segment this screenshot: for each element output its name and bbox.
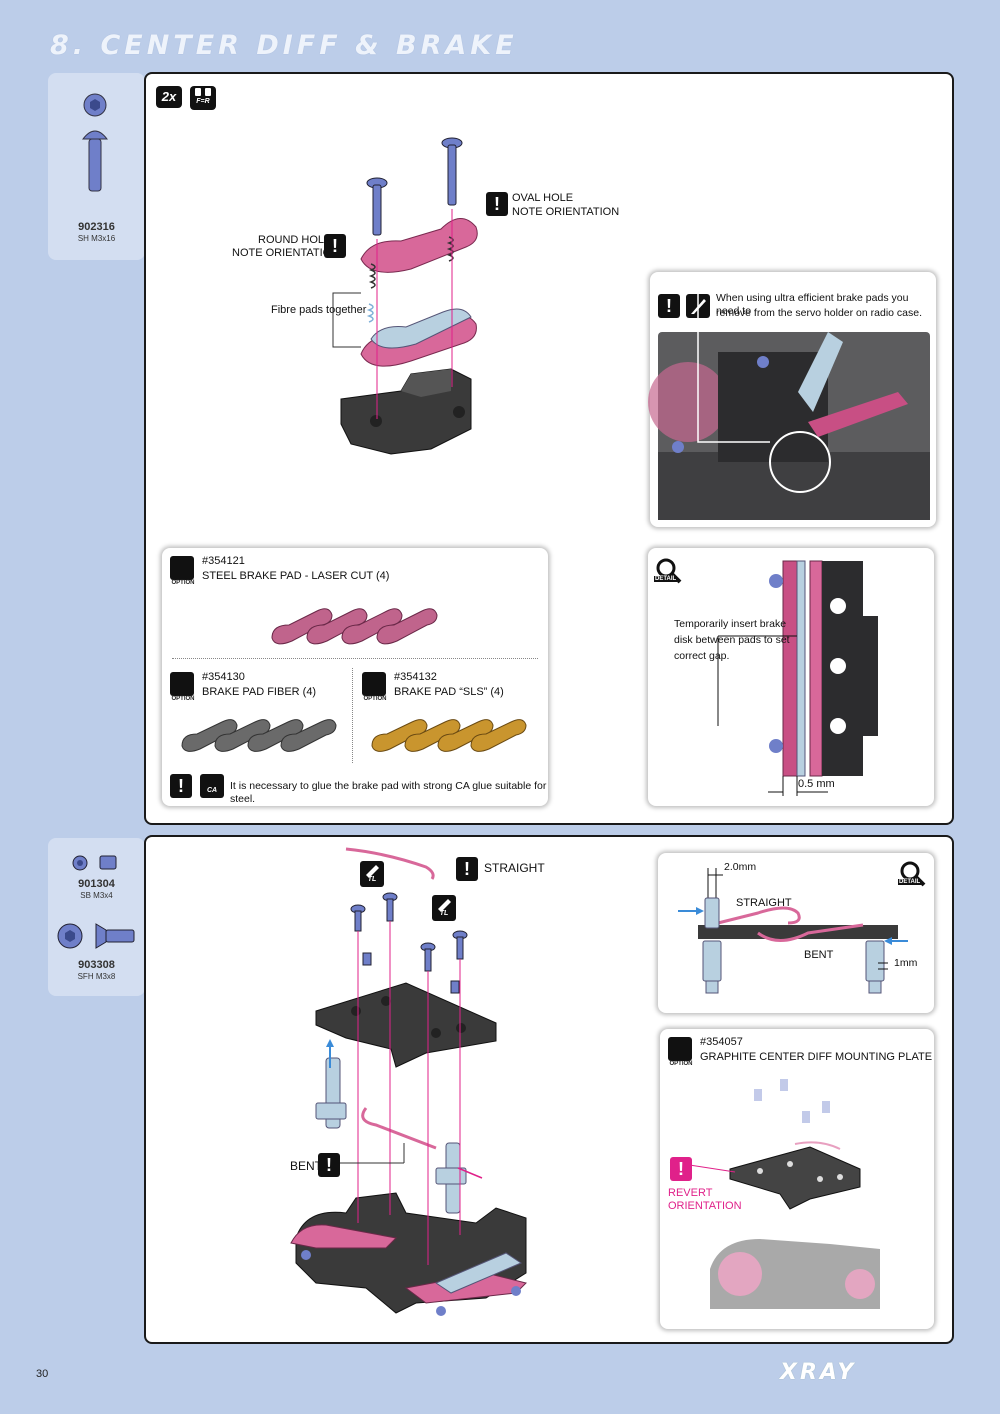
steel-pad-name: STEEL BRAKE PAD - LASER CUT (4) <box>202 570 390 582</box>
warning-icon: ! <box>486 192 508 216</box>
part-desc: SFH M3x8 <box>77 972 116 981</box>
option-label: OPTION <box>363 696 387 702</box>
warning-icon: ! <box>456 857 478 881</box>
detail-text-line3: correct gap. <box>674 650 730 662</box>
page-number: 30 <box>36 1368 49 1380</box>
servo-callout-card: ! When using ultra efficient brake pads … <box>648 272 936 527</box>
bent-label: BENT <box>290 1159 323 1173</box>
step2-panel: TL TL ! STRAIGHT BENT ! DETAIL <box>144 835 954 1344</box>
orientation-label: ORIENTATION <box>668 1200 742 1212</box>
front-rear-icon: F=R <box>190 86 216 110</box>
threadlock-icon: TL <box>432 895 456 921</box>
fibre-pads-label: Fibre pads together <box>271 304 367 316</box>
oval-hole-label: OVAL HOLE <box>512 192 574 204</box>
option-label: OPTION <box>171 696 195 702</box>
detail-magnifier-icon: DETAIL <box>654 558 682 584</box>
warning-icon: ! <box>670 1157 692 1181</box>
steel-pads-image <box>271 608 438 645</box>
detail-text-line1: Temporarily insert brake <box>674 618 787 630</box>
warning-icon: ! <box>658 294 680 318</box>
oval-orientation-label: NOTE ORIENTATION <box>512 206 620 218</box>
wire-detail-card: DETAIL 2.0mm STRAIGHT BENT <box>658 853 934 1013</box>
page-title: 8. CENTER DIFF & BRAKE <box>50 30 518 61</box>
parts-sidebar-step1: 902316 SH M3x16 <box>48 73 145 260</box>
warning-icon: ! <box>170 774 192 798</box>
part-desc: SB M3x4 <box>80 891 113 900</box>
brake-gap-detail-card: DETAIL Temporarily insert brake disk bet… <box>648 548 934 806</box>
options-vdivider <box>352 668 353 763</box>
center-diff-assembly-illustration <box>290 847 527 1316</box>
servo-holder-photo <box>648 292 930 520</box>
sls-pads-image <box>371 719 527 752</box>
detail-bent-label: BENT <box>804 949 834 961</box>
parts-sidebar-step2: 901304 SB M3x4 903308 SFH M3x8 <box>48 838 145 996</box>
fiber-pads-image <box>181 719 337 752</box>
fiber-pad-number: #354130 <box>202 671 245 683</box>
tl-label: TL <box>439 910 449 917</box>
graphite-plate-name: GRAPHITE CENTER DIFF MOUNTING PLATE <box>700 1051 933 1063</box>
fiber-pad-name: BRAKE PAD FIBER (4) <box>202 686 317 698</box>
straight-label: STRAIGHT <box>484 861 545 875</box>
graphite-plate-illustration <box>669 1079 880 1309</box>
part-number: 901304 <box>78 878 115 890</box>
wire-detail-illustration <box>678 868 908 994</box>
part-number: 903308 <box>78 959 115 971</box>
options-divider <box>172 658 538 659</box>
graphite-plate-number: #354057 <box>700 1036 743 1048</box>
glue-note: It is necessary to glue the brake pad wi… <box>230 780 547 805</box>
steel-pad-number: #354121 <box>202 555 245 567</box>
brake-assembly-illustration <box>340 137 478 455</box>
detail-label: DETAIL <box>654 576 678 582</box>
fr-label: F=R <box>196 98 210 105</box>
option-label: OPTION <box>669 1061 693 1067</box>
warning-icon: ! <box>318 1153 340 1177</box>
brand-logo: XRAY <box>780 1360 857 1385</box>
sls-pad-number: #354132 <box>394 671 437 683</box>
detail-text-line2: disk between pads to set <box>674 634 790 646</box>
graphite-plate-option-card: OPTION #354057 GRAPHITE CENTER DIFF MOUN… <box>660 1029 934 1329</box>
step1-panel: 2x F=R ! <box>144 72 954 825</box>
brake-pad-options-card: OPTION #354121 STEEL BRAKE PAD - LASER C… <box>162 548 548 806</box>
brake-gap-illustration <box>717 560 878 796</box>
threadlock-icon: TL <box>360 861 384 887</box>
option-badge: OPTION <box>362 672 388 702</box>
quantity-badge: 2x <box>156 86 182 108</box>
set-screw-sb-m3x4-icon <box>72 855 117 871</box>
thumbs-up-icon <box>668 1037 692 1061</box>
ca-label: CA <box>206 787 218 794</box>
screw-sh-m3x16-icon <box>81 93 109 192</box>
flat-head-screw-sfh-m3x8-icon <box>57 923 135 949</box>
tl-label: TL <box>367 876 377 883</box>
part-number: 902316 <box>78 221 115 233</box>
detail-label: DETAIL <box>898 879 922 885</box>
servo-note-line1: When using ultra efficient brake pads yo… <box>716 292 909 317</box>
thumbs-up-icon <box>362 672 386 696</box>
thumbs-up-icon <box>170 556 194 580</box>
part-desc: SH M3x16 <box>77 234 116 243</box>
ca-glue-icon: CA <box>200 774 224 798</box>
round-hole-label: ROUND HOLE <box>258 234 332 246</box>
revert-label: REVERT <box>668 1187 713 1199</box>
sls-pad-name: BRAKE PAD “SLS” (4) <box>394 686 504 698</box>
option-label: OPTION <box>171 580 195 586</box>
dimension-1mm: 1mm <box>894 957 918 969</box>
option-badge: OPTION <box>170 672 196 702</box>
option-badge: OPTION <box>668 1037 694 1067</box>
warning-icon: ! <box>324 234 346 258</box>
dimension-2mm: 2.0mm <box>724 861 757 873</box>
detail-magnifier-icon: DETAIL <box>898 861 926 887</box>
servo-note-line2: remove from the servo holder on radio ca… <box>716 307 923 319</box>
detail-straight-label: STRAIGHT <box>736 897 792 909</box>
thumbs-up-icon <box>170 672 194 696</box>
round-orientation-label: NOTE ORIENTATION <box>232 247 340 259</box>
gap-dimension: 0.5 mm <box>798 778 835 790</box>
option-badge: OPTION <box>170 556 196 586</box>
fibre-bracket <box>332 292 361 348</box>
